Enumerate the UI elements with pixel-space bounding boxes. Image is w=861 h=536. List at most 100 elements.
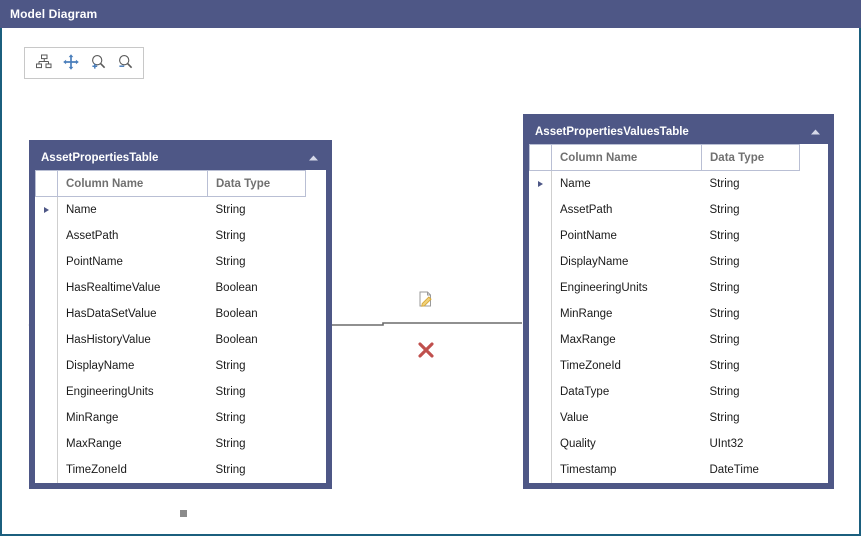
column-name-cell[interactable]: EngineeringUnits <box>66 385 154 398</box>
table-row[interactable]: DisplayName String <box>529 248 829 275</box>
delete-relationship-button[interactable] <box>416 340 436 360</box>
row-indicator-cell[interactable] <box>529 404 552 431</box>
row-indicator-cell[interactable] <box>529 248 552 275</box>
data-type-cell[interactable]: String <box>215 411 246 424</box>
row-indicator-cell[interactable] <box>35 274 58 301</box>
row-indicator-cell[interactable] <box>35 404 58 431</box>
row-indicator-cell[interactable] <box>529 274 552 301</box>
row-indicator-cell[interactable] <box>35 352 58 379</box>
data-type-cell[interactable]: String <box>215 437 246 450</box>
data-type-cell[interactable]: String <box>215 359 246 372</box>
data-type-cell[interactable]: String <box>709 307 740 320</box>
column-name-cell[interactable]: MinRange <box>66 411 119 424</box>
row-indicator-cell[interactable] <box>529 378 552 405</box>
zoom-out-button[interactable] <box>111 50 138 77</box>
data-type-cell[interactable]: String <box>709 255 740 268</box>
data-type-cell[interactable]: Boolean <box>215 281 258 294</box>
entity-card-asset-properties-values-table[interactable]: AssetPropertiesValuesTable <box>523 114 834 489</box>
data-type-cell[interactable]: String <box>709 411 740 424</box>
row-indicator-cell[interactable] <box>35 300 58 327</box>
table-row[interactable]: EngineeringUnits String <box>529 274 829 301</box>
table-row[interactable]: MaxRange String <box>529 326 829 353</box>
row-indicator-cell[interactable] <box>35 326 58 353</box>
data-type-cell[interactable]: UInt32 <box>709 437 744 450</box>
column-name-cell[interactable]: TimeZoneId <box>66 463 127 476</box>
column-name-cell[interactable]: Value <box>560 411 589 424</box>
row-indicator-cell[interactable] <box>35 196 58 223</box>
edit-relationship-button[interactable] <box>416 290 436 310</box>
data-type-cell[interactable]: String <box>215 255 246 268</box>
column-name-cell[interactable]: DataType <box>560 385 610 398</box>
row-indicator-cell[interactable] <box>529 300 552 327</box>
data-type-cell[interactable]: String <box>709 333 740 346</box>
column-name-cell[interactable]: DisplayName <box>66 359 135 372</box>
row-indicator-cell[interactable] <box>529 222 552 249</box>
chevron-up-icon[interactable] <box>808 125 822 139</box>
column-name-cell[interactable]: Timestamp <box>560 463 617 476</box>
entity-resize-handle[interactable] <box>180 510 187 517</box>
table-row[interactable]: Quality UInt32 <box>529 430 829 457</box>
row-indicator-cell[interactable] <box>529 170 552 197</box>
data-type-cell[interactable]: String <box>215 229 246 242</box>
data-type-cell[interactable]: String <box>709 385 740 398</box>
table-row[interactable]: Name String <box>529 170 829 197</box>
column-name-cell[interactable]: MaxRange <box>66 437 122 450</box>
column-name-cell[interactable]: AssetPath <box>66 229 119 242</box>
data-type-cell[interactable]: String <box>215 385 246 398</box>
column-name-cell[interactable]: MaxRange <box>560 333 616 346</box>
row-indicator-cell[interactable] <box>529 196 552 223</box>
data-type-cell[interactable]: String <box>709 281 740 294</box>
column-name-header[interactable]: Column Name <box>551 144 702 171</box>
table-row[interactable]: AssetPath String <box>35 222 327 249</box>
column-name-cell[interactable]: MinRange <box>560 307 613 320</box>
column-name-cell[interactable]: HasRealtimeValue <box>66 281 161 294</box>
pan-button[interactable] <box>57 50 84 77</box>
row-indicator-cell[interactable] <box>529 430 552 457</box>
table-row[interactable]: Timestamp DateTime <box>529 456 829 483</box>
table-row[interactable]: DisplayName String <box>35 352 327 379</box>
row-indicator-cell[interactable] <box>35 378 58 405</box>
auto-layout-button[interactable] <box>30 50 57 77</box>
table-row[interactable]: MinRange String <box>529 300 829 327</box>
column-name-cell[interactable]: AssetPath <box>560 203 613 216</box>
data-type-cell[interactable]: String <box>709 177 740 190</box>
table-row[interactable]: MinRange String <box>35 404 327 431</box>
column-name-cell[interactable]: DisplayName <box>560 255 629 268</box>
diagram-canvas[interactable]: AssetPropertiesTable <box>0 28 861 536</box>
column-name-cell[interactable]: HasDataSetValue <box>66 307 157 320</box>
row-indicator-cell[interactable] <box>35 248 58 275</box>
data-type-header[interactable]: Data Type <box>701 144 800 171</box>
column-name-cell[interactable]: Name <box>560 177 591 190</box>
table-row[interactable]: Value String <box>529 404 829 431</box>
row-indicator-cell[interactable] <box>529 352 552 379</box>
data-type-header[interactable]: Data Type <box>207 170 306 197</box>
entity-header[interactable]: AssetPropertiesValuesTable <box>529 120 828 144</box>
column-name-cell[interactable]: TimeZoneId <box>560 359 621 372</box>
table-row[interactable]: PointName String <box>35 248 327 275</box>
zoom-in-button[interactable] <box>84 50 111 77</box>
table-row[interactable]: DataType String <box>529 378 829 405</box>
column-name-cell[interactable]: Name <box>66 203 97 216</box>
data-type-cell[interactable]: String <box>215 463 246 476</box>
column-name-cell[interactable]: EngineeringUnits <box>560 281 648 294</box>
chevron-up-icon[interactable] <box>306 151 320 165</box>
table-row[interactable]: EngineeringUnits String <box>35 378 327 405</box>
column-name-cell[interactable]: Quality <box>560 437 596 450</box>
table-row[interactable]: TimeZoneId String <box>35 456 327 483</box>
entity-header[interactable]: AssetPropertiesTable <box>35 146 326 170</box>
data-type-cell[interactable]: String <box>709 229 740 242</box>
row-indicator-cell[interactable] <box>35 222 58 249</box>
column-name-cell[interactable]: PointName <box>66 255 123 268</box>
data-type-cell[interactable]: String <box>709 203 740 216</box>
table-row[interactable]: MaxRange String <box>35 430 327 457</box>
data-type-cell[interactable]: DateTime <box>709 463 759 476</box>
row-indicator-cell[interactable] <box>529 326 552 353</box>
column-name-cell[interactable]: HasHistoryValue <box>66 333 151 346</box>
table-row[interactable]: HasDataSetValue Boolean <box>35 300 327 327</box>
column-name-header[interactable]: Column Name <box>57 170 208 197</box>
data-type-cell[interactable]: Boolean <box>215 307 258 320</box>
